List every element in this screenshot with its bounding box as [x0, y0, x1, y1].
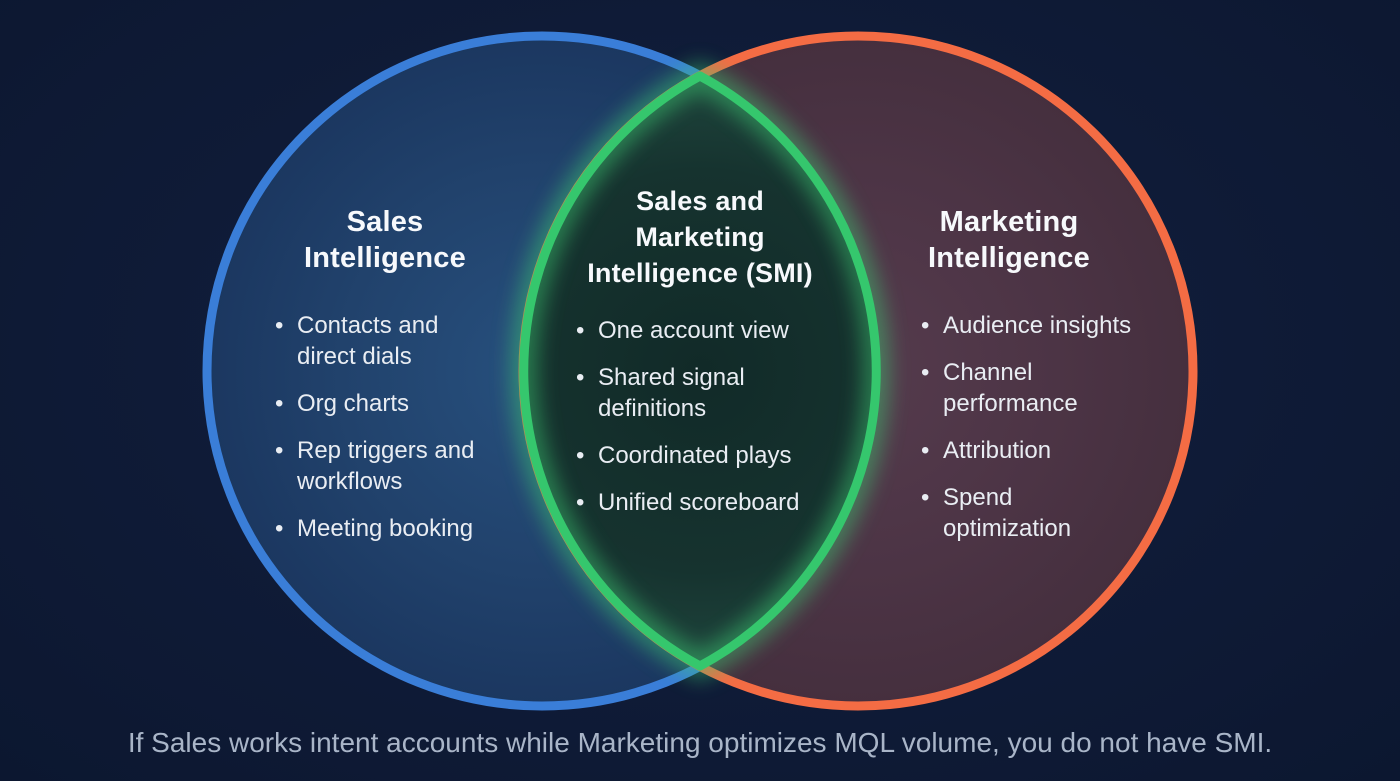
list-item: Spend optimization: [921, 482, 1151, 544]
overlap-lens-outline: [519, 71, 881, 671]
list-item: Meeting booking: [275, 513, 497, 544]
list-item: Unified scoreboard: [576, 487, 826, 518]
bottom-caption: If Sales works intent accounts while Mar…: [127, 727, 1273, 758]
sales-intelligence-title: Sales Intelligence: [304, 206, 466, 274]
list-item: Contacts and direct dials: [275, 310, 497, 372]
list-item: One account view: [576, 315, 826, 346]
marketing-intelligence-list: Audience insights Channel performance At…: [921, 310, 1151, 560]
list-item: Attribution: [921, 435, 1151, 466]
list-item: Audience insights: [921, 310, 1151, 341]
smi-overlap-list: One account view Shared signal definitio…: [576, 315, 826, 534]
list-item: Rep triggers and workflows: [275, 435, 497, 497]
sales-intelligence-list: Contacts and direct dials Org charts Rep…: [275, 310, 497, 560]
list-item: Shared signal definitions: [576, 362, 826, 424]
smi-overlap-title: Sales and Marketing Intelligence (SMI): [587, 186, 813, 288]
marketing-intelligence-title: Marketing Intelligence: [928, 206, 1090, 274]
list-item: Channel performance: [921, 357, 1151, 419]
list-item: Coordinated plays: [576, 440, 826, 471]
list-item: Org charts: [275, 388, 497, 419]
